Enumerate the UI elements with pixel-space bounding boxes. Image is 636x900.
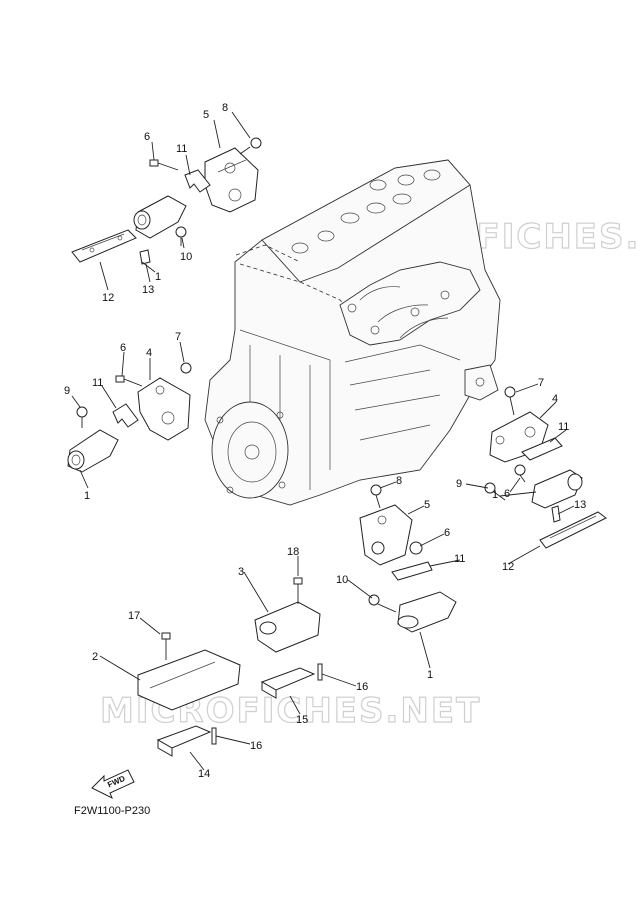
stud-16-left bbox=[211, 727, 217, 745]
callout-14: 14 bbox=[198, 768, 210, 780]
callout-8-b: 8 bbox=[396, 475, 402, 487]
stud-16-right bbox=[317, 663, 323, 681]
bolt-7-left bbox=[180, 362, 192, 374]
callout-6-d: 6 bbox=[444, 527, 450, 539]
callout-9-b: 9 bbox=[456, 478, 462, 490]
callout-5-a: 5 bbox=[203, 109, 209, 121]
callout-7-b: 7 bbox=[538, 377, 544, 389]
bracket-front-upper bbox=[204, 147, 259, 213]
bolt-7-right bbox=[504, 386, 516, 416]
shim-11-right bbox=[521, 437, 563, 461]
bracket-5-mid bbox=[359, 504, 413, 566]
callout-6-a: 6 bbox=[144, 131, 150, 143]
callout-10-a: 10 bbox=[180, 251, 192, 263]
callout-10-b: 10 bbox=[336, 574, 348, 586]
callout-16-a: 16 bbox=[356, 681, 368, 693]
callout-6-b: 6 bbox=[120, 342, 126, 354]
callout-1-c: 1 bbox=[492, 489, 498, 501]
callout-13-a: 13 bbox=[142, 284, 154, 296]
callout-7-a: 7 bbox=[175, 331, 181, 343]
callout-11-a: 11 bbox=[176, 143, 187, 155]
bolt-10-mid bbox=[368, 594, 397, 613]
callout-1-b: 1 bbox=[84, 490, 90, 502]
callout-18: 18 bbox=[287, 546, 299, 558]
callout-8-a: 8 bbox=[222, 102, 228, 114]
callout-11-d: 11 bbox=[454, 553, 465, 565]
bolt-9-left bbox=[76, 406, 88, 428]
stud-13-top bbox=[139, 249, 151, 265]
callout-15: 15 bbox=[296, 714, 308, 726]
callout-11-b: 11 bbox=[92, 377, 103, 389]
callout-4-a: 4 bbox=[146, 347, 152, 359]
shim-11-top bbox=[184, 169, 211, 193]
bracket-14 bbox=[156, 725, 212, 757]
shim-11-left bbox=[112, 403, 139, 428]
callout-1-a: 1 bbox=[155, 271, 161, 283]
callout-16-b: 16 bbox=[250, 740, 262, 752]
plate-2 bbox=[137, 649, 241, 711]
mount-1-top bbox=[133, 195, 187, 239]
pad-3 bbox=[254, 601, 321, 653]
callout-3: 3 bbox=[238, 566, 244, 578]
bolt-10-top bbox=[175, 226, 187, 246]
bolt-8-top bbox=[239, 137, 262, 155]
diagram-code: F2W1100-P230 bbox=[74, 805, 150, 817]
bolt-6-mid bbox=[409, 541, 423, 555]
callout-4-b: 4 bbox=[552, 393, 558, 405]
bracket-4-left bbox=[137, 377, 191, 441]
callout-1-d: 1 bbox=[427, 669, 433, 681]
engine-block bbox=[204, 159, 501, 506]
bolt-8-mid bbox=[370, 484, 382, 509]
mount-1-right bbox=[531, 469, 583, 509]
fwd-arrow-icon: FWD bbox=[91, 769, 135, 800]
callout-11-c: 11 bbox=[558, 421, 569, 433]
mount-1-mid bbox=[397, 591, 457, 633]
bolt-6-left bbox=[115, 375, 143, 387]
bolt-6-top bbox=[149, 159, 179, 171]
callout-17: 17 bbox=[128, 610, 140, 622]
callout-12-b: 12 bbox=[502, 561, 514, 573]
bracket-15 bbox=[260, 667, 316, 699]
callout-5-b: 5 bbox=[424, 499, 430, 511]
callout-9-a: 9 bbox=[64, 385, 70, 397]
plate-12-top bbox=[71, 229, 137, 263]
callout-6-c: 6 bbox=[504, 488, 510, 500]
shim-11-mid bbox=[391, 561, 433, 581]
bolt-18 bbox=[293, 577, 303, 604]
callout-labels: 8 5 6 11 1 10 12 13 6 4 7 9 11 1 7 4 11 … bbox=[64, 102, 586, 780]
bolt-17 bbox=[161, 632, 171, 660]
callout-12-a: 12 bbox=[102, 292, 114, 304]
plate-12-right bbox=[539, 511, 607, 549]
callout-13-b: 13 bbox=[574, 499, 586, 511]
leader-lines bbox=[71, 111, 575, 771]
stud-13-right bbox=[551, 505, 561, 523]
mount-1-left bbox=[67, 429, 119, 473]
bolt-9-right bbox=[484, 482, 506, 501]
bolt-6-right bbox=[514, 464, 526, 483]
callout-2: 2 bbox=[92, 651, 98, 663]
